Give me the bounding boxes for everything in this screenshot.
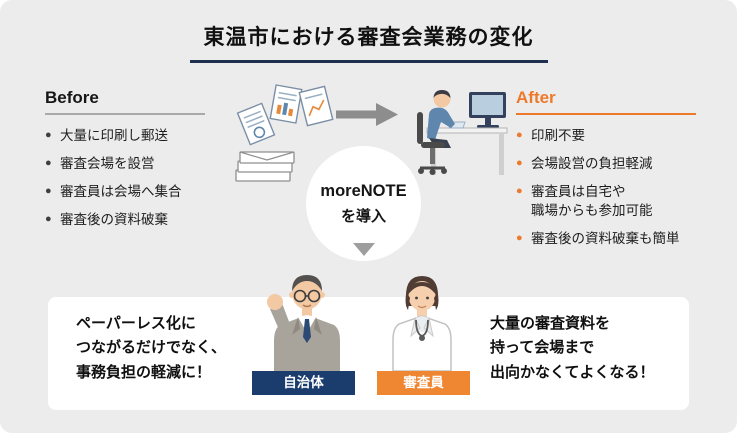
official-svg [267, 275, 340, 371]
before-list: 大量に印刷し郵送 審査会場を設営 審査員は会場へ集合 審査後の資料破棄 [45, 127, 205, 230]
result-text-right: 大量の審査資料を 持って会場まで 出向かなくてよくなる！ [490, 312, 655, 385]
before-item: 審査会場を設営 [45, 155, 205, 174]
result-text-left-line: ペーパーレス化に [76, 315, 196, 332]
product-name: moreNOTE [320, 181, 407, 200]
examiner-svg [392, 276, 452, 372]
after-item: 審査後の資料破棄も簡単 [516, 230, 696, 249]
badge-municipality: 自治体 [252, 371, 355, 395]
before-item-text: 審査後の資料破棄 [60, 211, 168, 227]
before-item: 審査員は会場へ集合 [45, 183, 205, 202]
person-at-desk-illustration [393, 82, 508, 183]
down-triangle-icon [353, 243, 375, 256]
documents-illustration-svg [235, 84, 334, 182]
after-item-text: 審査後の資料破棄も簡単 [531, 230, 680, 246]
after-item: 印刷不要 [516, 127, 696, 146]
after-item: 会場設営の負担軽減 [516, 155, 696, 174]
after-item-text: 審査員は自宅や 職場からも参加可能 [531, 183, 653, 218]
before-item-text: 審査員は会場へ集合 [60, 183, 182, 199]
arrow-right-svg [336, 103, 398, 126]
official-illustration [250, 257, 355, 376]
before-section: Before 大量に印刷し郵送 審査会場を設営 審査員は会場へ集合 審査後の資料… [45, 88, 205, 239]
result-panel: ペーパーレス化に つながるだけでなく、 事務負担の軽減に！ 大量の審査資料を 持… [48, 297, 689, 410]
result-text-right-line: 大量の審査資料を [490, 315, 611, 332]
after-section: After 印刷不要 会場設営の負担軽減 審査員は自宅や 職場からも参加可能 審… [516, 88, 696, 257]
arrow-right-icon [336, 101, 398, 133]
person-at-desk-svg [417, 90, 508, 175]
before-item: 大量に印刷し郵送 [45, 127, 205, 146]
after-heading: After [516, 88, 696, 115]
before-item-text: 大量に印刷し郵送 [60, 128, 168, 143]
product-action: を導入 [340, 207, 386, 225]
documents-illustration [234, 84, 339, 194]
after-item-text: 印刷不要 [531, 128, 585, 143]
after-item-text: 会場設営の負担軽減 [531, 155, 653, 171]
after-item: 審査員は自宅や 職場からも参加可能 [516, 183, 696, 221]
examiner-illustration [375, 262, 470, 376]
result-text-left: ペーパーレス化に つながるだけでなく、 事務負担の軽減に！ [76, 312, 226, 385]
badge-examiner: 審査員 [377, 371, 470, 395]
before-heading: Before [45, 88, 205, 115]
after-list: 印刷不要 会場設営の負担軽減 審査員は自宅や 職場からも参加可能 審査後の資料破… [516, 127, 696, 248]
result-text-right-line: 持って会場まで [490, 339, 595, 357]
result-text-left-line: 事務負担の軽減に！ [76, 363, 212, 381]
result-text-right-line: 出向かなくてよくなる！ [490, 363, 655, 381]
title-block: 東温市における審査会業務の変化 [0, 21, 737, 63]
morenote-circle: moreNOTE を導入 [306, 146, 421, 261]
before-item-text: 審査会場を設営 [60, 155, 155, 171]
result-text-left-line: つながるだけでなく、 [76, 339, 227, 357]
page-title: 東温市における審査会業務の変化 [189, 21, 548, 63]
before-item: 審査後の資料破棄 [45, 211, 205, 230]
